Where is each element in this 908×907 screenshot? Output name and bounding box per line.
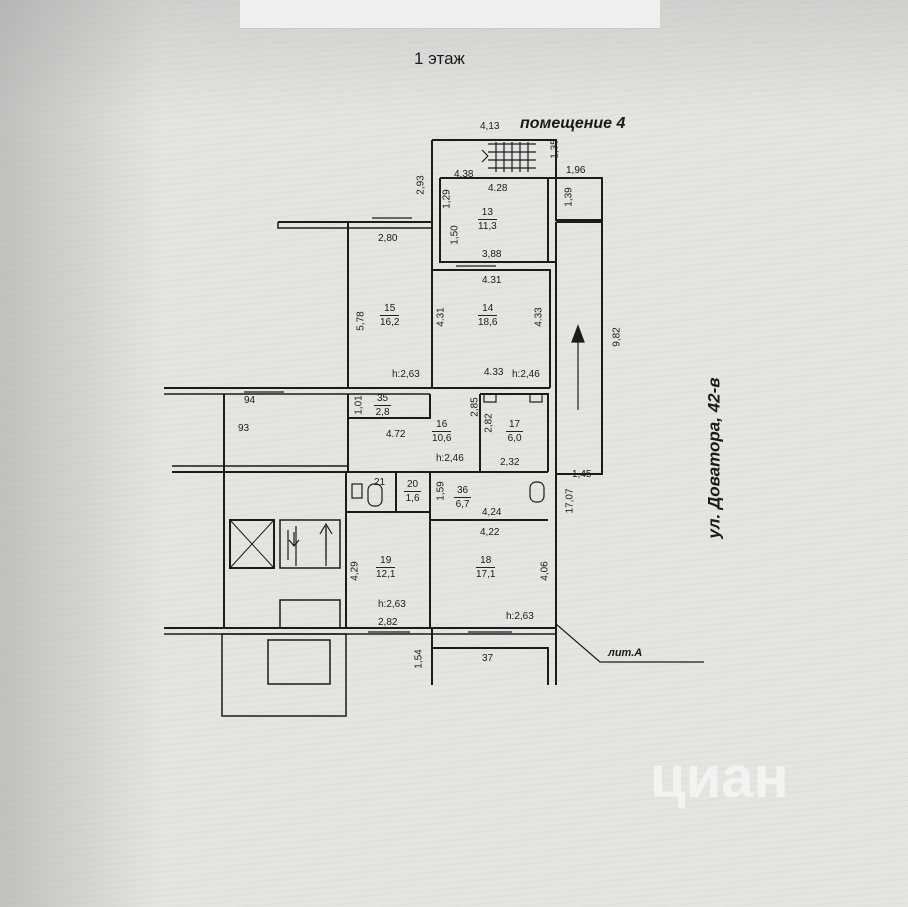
dim-4-31-top: 4.31 (482, 275, 502, 286)
height-18: h:2,63 (506, 611, 534, 622)
stair-landing (279, 599, 341, 629)
stair-arrow-north (481, 149, 489, 163)
dim-4-22: 4,22 (480, 527, 500, 538)
elevator-shaft (229, 519, 275, 569)
dim-1-50: 1,50 (449, 225, 461, 245)
stair-arrow-up (319, 522, 333, 560)
dim-4-33-bottom: 4.33 (484, 367, 504, 378)
dim-4-31-side: 4.31 (435, 307, 447, 327)
dim-17-07: 17,07 (564, 488, 576, 514)
street-label: ул. Доватора, 42-в (704, 377, 724, 539)
wall-corridor-outline (556, 221, 603, 475)
dim-1-01: 1,01 (353, 395, 365, 415)
height-19: h:2,63 (378, 599, 406, 610)
corridor-arrow-head (571, 324, 585, 343)
balcony-outline (221, 633, 347, 717)
lit-a-label: лит.А (608, 647, 643, 659)
porch-outline (555, 177, 603, 221)
floor-title: 1 этаж (414, 49, 465, 68)
wall-17-outline (480, 393, 549, 472)
toilet-21 (367, 483, 383, 507)
wall-13-outline (439, 178, 556, 263)
room-94-label: 94 (244, 395, 256, 406)
sink-fixture (351, 483, 363, 499)
height-14: h:2,46 (512, 369, 540, 380)
room-93-label: 93 (238, 423, 250, 434)
stair-arrow-down (288, 532, 300, 547)
wall-35-outline (348, 394, 431, 419)
fixture-17 (483, 393, 497, 403)
fixture-17b (529, 393, 543, 403)
lit-a-leader (555, 623, 704, 663)
room-21-label: 21 (374, 477, 386, 488)
watermark: циан (650, 745, 789, 810)
dim-4-33-side: 4.33 (533, 307, 545, 327)
window-15 (372, 217, 412, 223)
dim-1-45: 1,45 (572, 469, 592, 480)
dim-4-24: 4,24 (482, 507, 502, 518)
dim-1-96: 1,96 (566, 165, 586, 176)
sheet-top-edge (240, 0, 660, 29)
height-15: h:2,63 (392, 369, 420, 380)
dim-1-35: 1,35 (549, 139, 561, 159)
stair-enclosure-wall (432, 139, 557, 178)
wall-14-outline (432, 269, 551, 388)
dim-2-93: 2,93 (415, 175, 427, 195)
dim-2-80: 2,80 (378, 233, 398, 244)
wall-15-north-inner (277, 222, 432, 229)
dim-5-78: 5,78 (355, 311, 367, 331)
dim-2-82-mid: 2,82 (483, 413, 495, 433)
window-19 (368, 627, 410, 633)
dim-4-29: 4,29 (349, 561, 361, 581)
dim-3-88: 3,88 (482, 249, 502, 260)
stair-treads-north (488, 142, 536, 172)
dim-4-06: 4,06 (539, 561, 551, 581)
dim-1-54: 1,54 (413, 649, 425, 669)
room-37-label: 37 (482, 653, 494, 664)
window-18 (468, 627, 512, 633)
dim-2-85: 2,85 (469, 397, 481, 417)
stairwell-outline (279, 519, 341, 569)
dim-9-82: 9,82 (611, 327, 623, 347)
dim-2-82-bottom: 2,82 (378, 617, 398, 628)
dim-2-32: 2,32 (500, 457, 520, 468)
dim-1-59: 1,59 (435, 481, 447, 501)
window-13 (456, 261, 496, 267)
dim-1-29: 1,29 (441, 189, 453, 209)
dim-1-39: 1,39 (563, 187, 575, 207)
room-37-outline (432, 647, 549, 685)
height-16: h:2,46 (436, 453, 464, 464)
balcony-inner (267, 639, 331, 685)
dim-4-28: 4.28 (488, 183, 508, 194)
toilet-36 (529, 481, 545, 503)
elevator-cross (229, 519, 275, 569)
dim-4-38: 4.38 (454, 169, 474, 180)
window-94 (244, 387, 284, 393)
premises-label: помещение 4 (520, 115, 626, 132)
dim-4-13: 4,13 (480, 121, 500, 132)
dim-4-72: 4.72 (386, 429, 406, 440)
